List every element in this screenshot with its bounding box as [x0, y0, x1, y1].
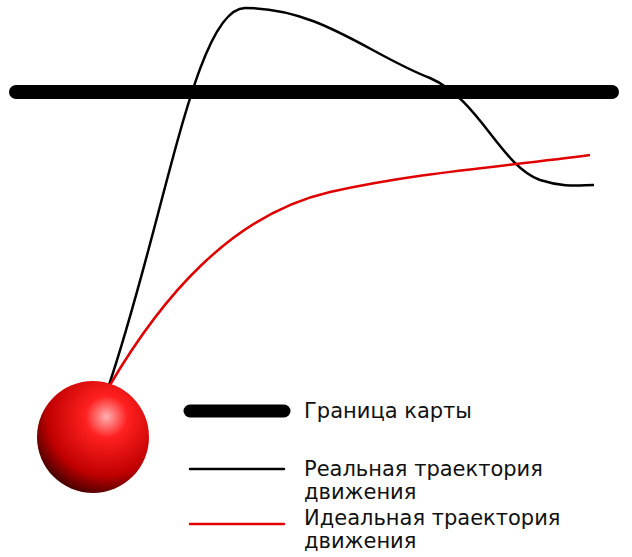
ideal-trajectory [110, 155, 590, 385]
legend-text: Реальная траектория движения [304, 458, 604, 504]
legend-swatch [182, 514, 292, 534]
legend-swatch [182, 459, 292, 479]
ball [37, 381, 149, 493]
real-trajectory [108, 8, 594, 388]
legend-text: Идеальная траектория движения [304, 507, 604, 553]
legend-text: Граница карты [304, 400, 604, 423]
legend-swatch [182, 401, 292, 421]
legend-entry: Идеальная траектория движения [304, 507, 604, 553]
map-border [16, 85, 612, 99]
legend-entry: Реальная траектория движения [304, 458, 604, 504]
legend-entry: Граница карты [304, 400, 604, 423]
